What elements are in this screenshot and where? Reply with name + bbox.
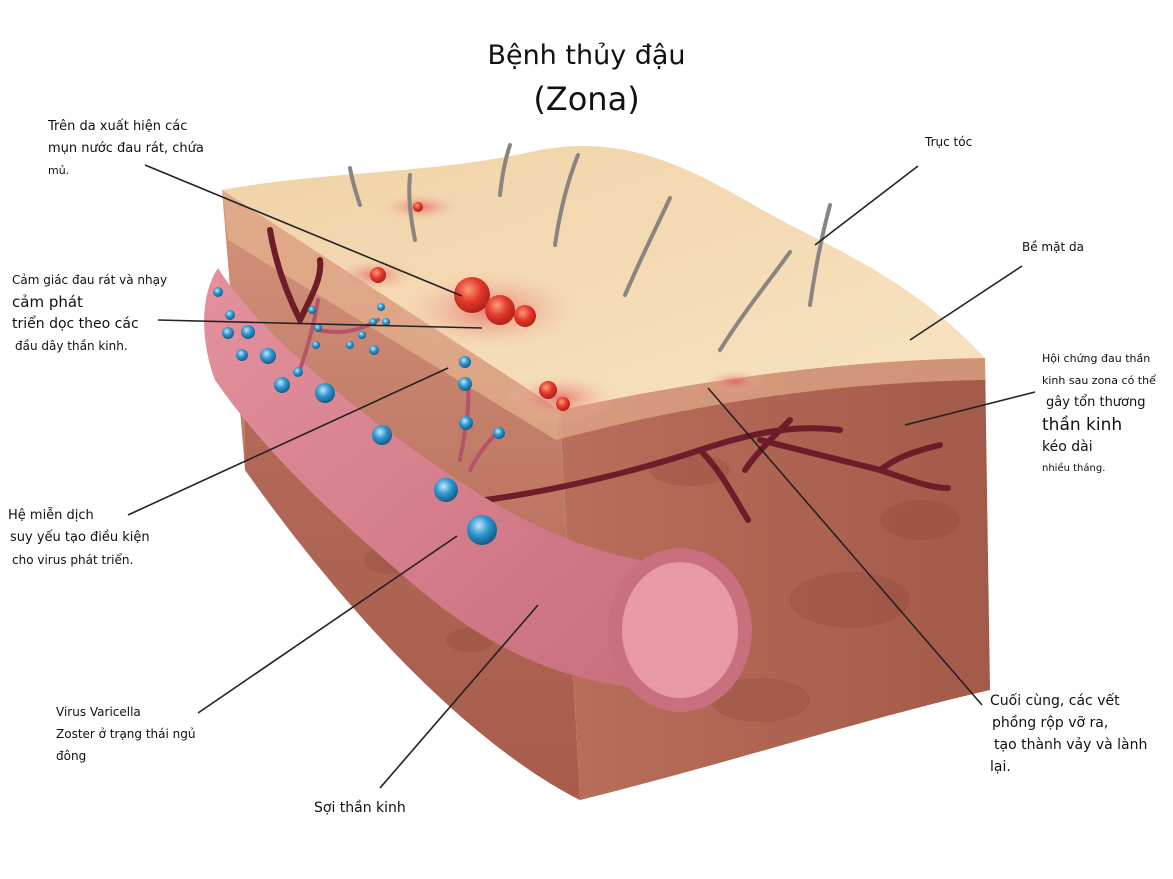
- label-virus-line: đông: [56, 749, 87, 763]
- label-blisters-line: Trên da xuất hiện các: [48, 119, 188, 134]
- label-blisters-line: mủ.: [48, 164, 70, 177]
- label-blisters-line: mụn nước đau rát, chứa: [48, 141, 204, 156]
- label-healing-line: lại.: [990, 759, 1011, 775]
- label-postherpetic: Hội chứng đau thần kinh sau zona có thể …: [1042, 348, 1156, 480]
- blood-vessels: [267, 227, 951, 523]
- label-hair-line: Trục tóc: [925, 135, 973, 149]
- label-virus-line: Virus Varicella: [56, 705, 141, 719]
- hair-shafts: [348, 143, 832, 352]
- label-skin-surface: Bề mặt da: [1022, 236, 1084, 258]
- label-immune-line: cho virus phát triển.: [12, 553, 134, 567]
- label-healing-line: Cuối cùng, các vết: [990, 693, 1120, 709]
- blisters: [370, 202, 570, 411]
- label-varicella-virus: Virus Varicella Zoster ở trạng thái ngủ …: [56, 701, 195, 767]
- label-pain-line: cảm phát: [12, 293, 83, 311]
- label-pain-line: đầu dây thần kinh.: [15, 339, 128, 353]
- virus-particles: [213, 287, 505, 545]
- label-healing: Cuối cùng, các vết phồng rộp vỡ ra, tạo …: [990, 690, 1147, 778]
- label-postherpetic-line: gây tổn thương: [1046, 395, 1146, 410]
- label-postherpetic-line: kinh sau zona có thể: [1042, 374, 1156, 387]
- label-healing-line: tạo thành vảy và lành: [994, 737, 1148, 753]
- label-surface-line: Bề mặt da: [1022, 240, 1084, 254]
- label-pain-line: triển dọc theo các: [12, 316, 139, 332]
- diagram-title-line2: (Zona): [533, 80, 640, 118]
- label-pain-line: Cảm giác đau rát và nhạy: [12, 273, 168, 287]
- label-healing-line: phồng rộp vỡ ra,: [992, 715, 1109, 731]
- label-pain-spread: Cảm giác đau rát và nhạy cảm phát triển …: [12, 269, 167, 357]
- label-postherpetic-line: Hội chứng đau thần: [1042, 352, 1151, 365]
- leader-lines: [127, 164, 1036, 789]
- diagram-title-line1: Bệnh thủy đậu: [487, 40, 686, 71]
- label-immune-line: suy yếu tạo điều kiện: [10, 530, 150, 545]
- label-postherpetic-line: thần kinh: [1042, 415, 1123, 435]
- label-immune-system: Hệ miễn dịch suy yếu tạo điều kiện cho v…: [8, 505, 150, 571]
- label-blisters: Trên da xuất hiện các mụn nước đau rát, …: [48, 116, 204, 182]
- label-immune-line: Hệ miễn dịch: [8, 508, 94, 523]
- label-postherpetic-line: nhiều tháng.: [1042, 463, 1106, 474]
- label-hair-shaft: Trục tóc: [925, 131, 972, 153]
- label-nerve-line: Sợi thần kinh: [314, 800, 406, 816]
- label-nerve-fiber: Sợi thần kinh: [314, 797, 406, 819]
- label-virus-line: Zoster ở trạng thái ngủ: [56, 727, 196, 741]
- label-postherpetic-line: kéo dài: [1042, 439, 1093, 455]
